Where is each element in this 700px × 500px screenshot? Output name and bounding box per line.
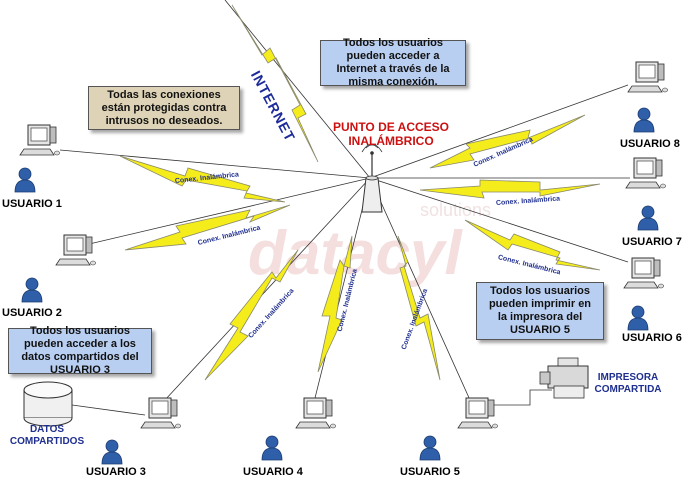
access-point-icon xyxy=(361,143,383,213)
note-print: Todos los usuarios pueden imprimir en la… xyxy=(476,282,604,340)
user-label-4: USUARIO 4 xyxy=(243,466,303,478)
user-icon-usuario-8 xyxy=(633,107,655,133)
note-protection: Todas las conexiones están protegidas co… xyxy=(88,86,240,130)
computer-icon-usuario-4 xyxy=(295,397,336,429)
lightning-bolts xyxy=(119,4,601,381)
user-icon-usuario-4 xyxy=(261,435,283,461)
user-icon-usuario-1 xyxy=(14,167,36,193)
wireless-links xyxy=(59,0,630,406)
user-icon-usuario-5 xyxy=(419,435,441,461)
printer-icon xyxy=(539,357,589,399)
computer-icon-usuario-1 xyxy=(19,124,60,156)
computer-icon-usuario-2 xyxy=(55,234,96,266)
user-label-2: USUARIO 2 xyxy=(2,307,62,319)
printer-label: IMPRESORA COMPARTIDA xyxy=(594,372,662,395)
user-icon-usuario-6 xyxy=(627,305,649,331)
user-icon-usuario-3 xyxy=(101,439,123,465)
watermark-small: solutions xyxy=(420,200,492,220)
access-point-title: PUNTO DE ACCESO INALÁMBRICO xyxy=(332,120,449,148)
computer-icon-usuario-3 xyxy=(140,397,181,429)
note-internet-access: Todos los usuarios pueden acceder a Inte… xyxy=(320,37,466,88)
computer-icon-usuario-5 xyxy=(457,397,498,429)
computer-icon-usuario-7 xyxy=(625,157,666,189)
note-shared-data: Todos los usuarios pueden acceder a los … xyxy=(8,325,152,376)
shared-data-label: DATOS COMPARTIDOS xyxy=(9,424,85,447)
user-label-6: USUARIO 6 xyxy=(622,332,682,344)
computer-icon-usuario-6 xyxy=(623,257,664,289)
computer-icon-usuario-8 xyxy=(627,61,668,93)
user-label-8: USUARIO 8 xyxy=(620,138,680,150)
user-icon-usuario-7 xyxy=(637,205,659,231)
database-icon xyxy=(23,381,146,427)
user-label-5: USUARIO 5 xyxy=(400,466,460,478)
user-label-7: USUARIO 7 xyxy=(622,236,682,248)
watermark: datacyl xyxy=(248,219,462,288)
user-label-1: USUARIO 1 xyxy=(2,198,62,210)
user-icon-usuario-2 xyxy=(21,277,43,303)
user-label-3: USUARIO 3 xyxy=(86,466,146,478)
